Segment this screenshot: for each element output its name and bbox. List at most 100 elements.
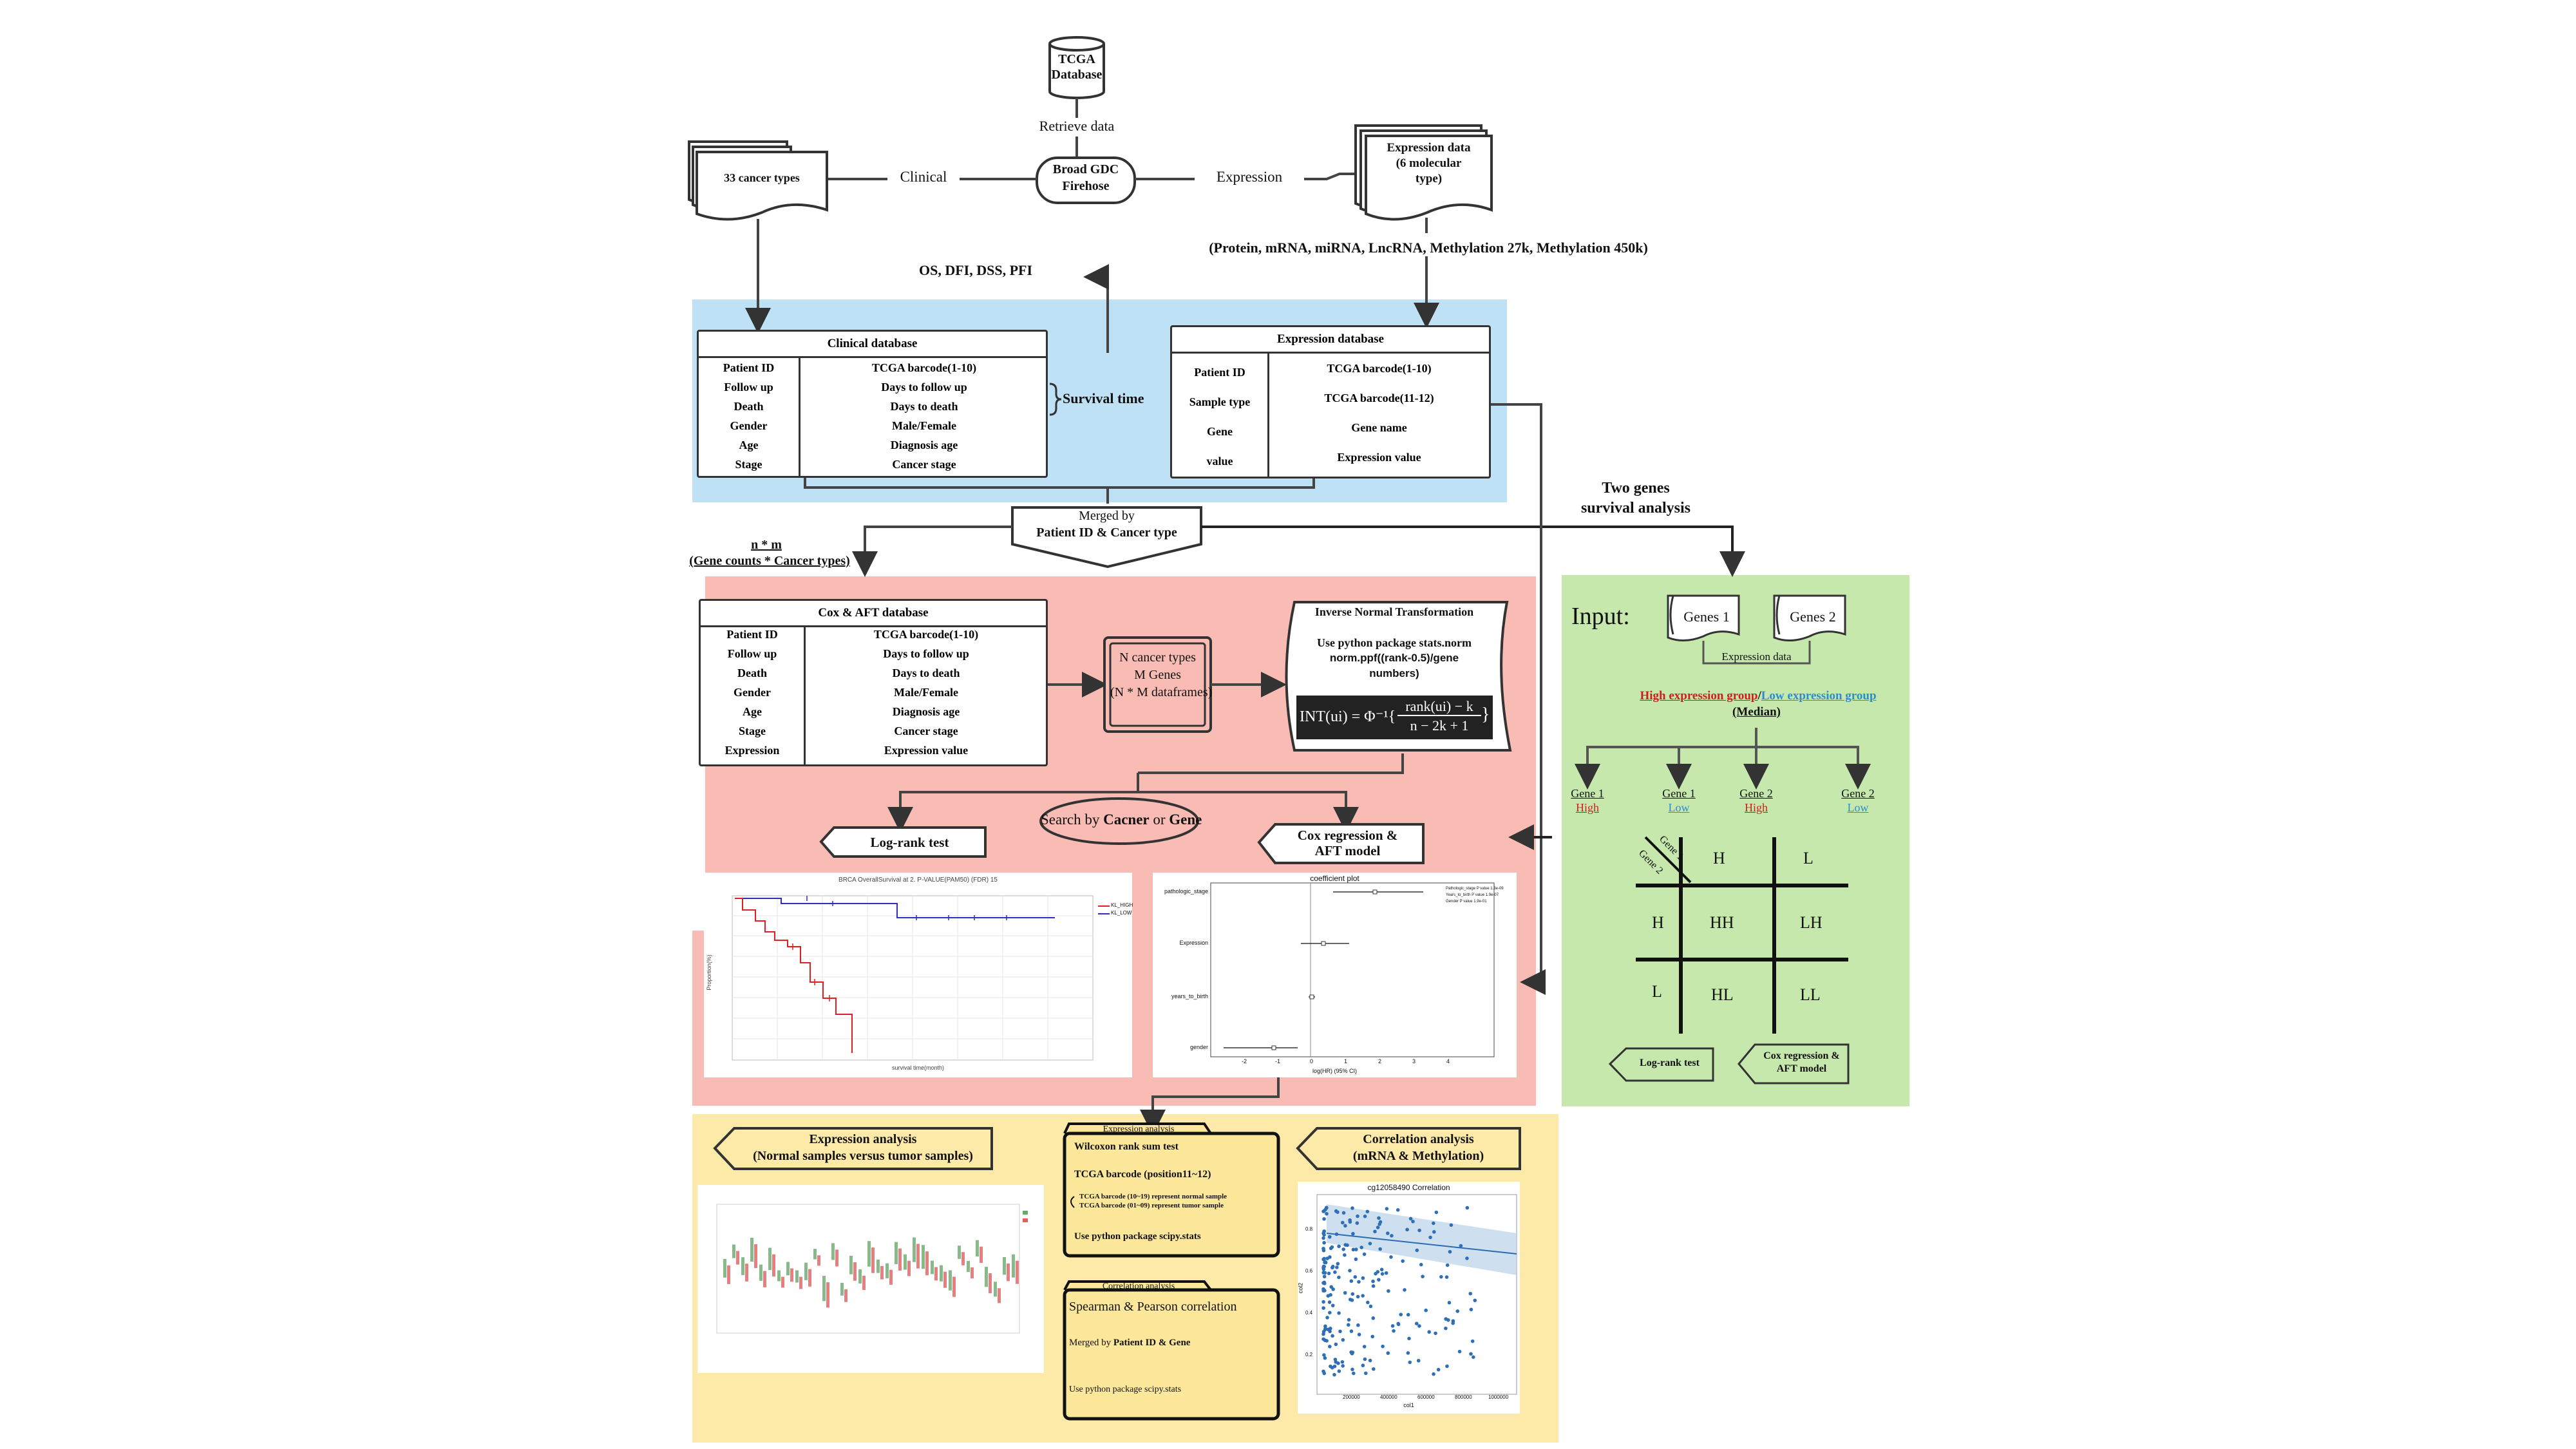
scatter-point xyxy=(1427,1330,1432,1334)
boxplot-box xyxy=(822,1276,826,1302)
scatter-xtick-2: 600000 xyxy=(1417,1394,1435,1400)
int-l2: norm.ppf((rank-0.5)/gene xyxy=(1329,652,1459,664)
scatter-point xyxy=(1368,1242,1372,1245)
coefficient-plot: coefficient plot pathologic_stage Expres… xyxy=(1153,873,1517,1077)
scatter-point xyxy=(1323,1271,1327,1275)
expression-analysis-label: Expression analysis (Normal samples vers… xyxy=(753,1132,973,1163)
boxplot-box xyxy=(876,1259,880,1273)
scatter-point xyxy=(1340,1220,1345,1225)
firehose-label: Broad GDC Firehose xyxy=(1052,162,1119,193)
scatter-point xyxy=(1334,1342,1338,1347)
cox-left-6: Expression xyxy=(724,744,780,757)
scatter-point xyxy=(1322,1217,1326,1221)
scatter-point xyxy=(1333,1270,1337,1274)
branch-3-gene: Gene 2 xyxy=(1841,787,1875,800)
boxplot-box xyxy=(745,1264,748,1282)
scatter-point xyxy=(1340,1360,1345,1364)
scatter-point xyxy=(1380,1272,1385,1276)
scatter-point xyxy=(1378,1247,1382,1251)
boxplot-box xyxy=(907,1260,911,1276)
scatter-point xyxy=(1372,1367,1376,1371)
km-ylabel: Proportion(%) xyxy=(705,954,712,990)
scatter-point xyxy=(1349,1329,1354,1333)
high-group: High expression group xyxy=(1640,689,1758,703)
boxplot-box xyxy=(961,1252,965,1265)
scatter-point xyxy=(1457,1349,1462,1354)
ncancer-l2: M Genes xyxy=(1134,668,1181,682)
coef-tick-0: -2 xyxy=(1242,1058,1247,1065)
coef-tick-1: -1 xyxy=(1275,1058,1281,1065)
folder2-l2a: Merged by xyxy=(1069,1338,1113,1348)
scatter-point xyxy=(1373,1229,1377,1234)
two-genes-expr-label: Expression data xyxy=(1721,650,1792,663)
scatter-point xyxy=(1363,1214,1367,1218)
survival-endpoints-label: OS, DFI, DSS, PFI xyxy=(918,262,1033,278)
cox-left-5: Stage xyxy=(739,724,766,737)
molecular-types-label: (Protein, mRNA, miRNA, LncRNA, Methylati… xyxy=(1209,240,1648,256)
two-genes-title2: survival analysis xyxy=(1580,500,1691,516)
clinical-left-0: Patient ID xyxy=(723,361,775,374)
boxplot-box xyxy=(754,1244,757,1268)
scatter-point xyxy=(1322,1280,1327,1285)
scatter-point xyxy=(1321,1306,1325,1310)
scatter-point xyxy=(1444,1317,1448,1321)
scatter-point xyxy=(1396,1208,1400,1212)
scatter-point xyxy=(1341,1247,1345,1251)
boxplot-box xyxy=(976,1240,979,1256)
boxplot-box xyxy=(898,1248,902,1271)
boxplot-box xyxy=(736,1251,739,1265)
scatter-point xyxy=(1329,1285,1334,1289)
scatter-point xyxy=(1321,1209,1325,1213)
branch-1-level: Low xyxy=(1668,801,1690,814)
coef-row-0: pathologic_stage xyxy=(1164,888,1208,895)
boxplot-box xyxy=(867,1241,871,1267)
coef-annot-2: Gender P value 1.9e-01 xyxy=(1446,900,1487,904)
ncancer-l1: N cancer types xyxy=(1119,650,1196,665)
scatter-point xyxy=(1465,1256,1469,1260)
scatter-point xyxy=(1343,1291,1347,1295)
scatter-point xyxy=(1459,1244,1463,1248)
scatter-point xyxy=(1451,1321,1455,1325)
folder1-l5: Use python package scipy.stats xyxy=(1074,1231,1201,1242)
branch-0-gene: Gene 1 xyxy=(1571,787,1604,800)
boxplot-box xyxy=(727,1265,730,1284)
scatter-point xyxy=(1414,1321,1419,1325)
folder1-tab: Expression analysis xyxy=(1103,1124,1175,1134)
scatter-point xyxy=(1335,1265,1339,1269)
scatter-point xyxy=(1405,1227,1409,1232)
scatter-point xyxy=(1322,1288,1327,1293)
expression-right-0: TCGA barcode(1-10) xyxy=(1327,362,1432,375)
scatter-point xyxy=(1432,1230,1436,1234)
low-group: Low expression group xyxy=(1761,689,1877,703)
cox-right-1: Days to follow up xyxy=(883,647,969,660)
boxplot-box xyxy=(1012,1254,1015,1278)
scatter-point xyxy=(1417,1228,1421,1233)
cox-right-0: TCGA barcode(1-10) xyxy=(873,628,979,641)
coef-tick-4: 2 xyxy=(1378,1058,1382,1065)
boxplot-box xyxy=(831,1243,835,1260)
scatter-point xyxy=(1366,1300,1370,1305)
coef-xlabel: log(HR) (95% CI) xyxy=(1312,1068,1357,1074)
km-legend-0: KL_HIGH xyxy=(1111,902,1133,908)
cox-left-4: Age xyxy=(743,705,762,718)
scatter-point xyxy=(1371,1279,1375,1283)
scatter-point xyxy=(1322,1264,1327,1269)
scatter-point xyxy=(1356,1214,1359,1218)
boxplot-box xyxy=(922,1245,925,1269)
int-formula-right: } xyxy=(1481,705,1490,724)
merge-label: Merged by xyxy=(1079,509,1135,523)
scatter-point xyxy=(1322,1233,1326,1237)
boxplot-box xyxy=(759,1264,762,1281)
scatter-point xyxy=(1371,1316,1376,1320)
scatter-point xyxy=(1351,1231,1355,1236)
scatter-point xyxy=(1322,1229,1326,1234)
scatter-point xyxy=(1472,1355,1475,1359)
scatter-point xyxy=(1331,1334,1334,1338)
scatter-point xyxy=(1419,1262,1423,1267)
int-formula-num: rank(ui) − k xyxy=(1397,698,1481,716)
clinical-right-3: Male/Female xyxy=(892,419,956,432)
scatter-point xyxy=(1448,1249,1452,1254)
boxplot-box xyxy=(772,1254,775,1277)
scatter-point xyxy=(1371,1284,1376,1288)
scatter-ytick-0: 0.2 xyxy=(1305,1352,1313,1358)
